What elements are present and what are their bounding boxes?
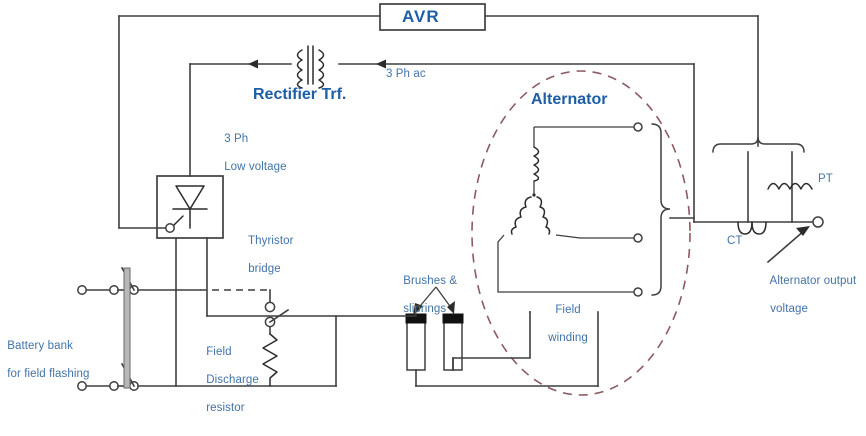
brushes-sliprings-label: Brushes & sliprings (390, 260, 457, 330)
thyristor-bridge-line1: Thyristor (247, 235, 294, 247)
avr-box (379, 3, 759, 31)
rectifier-transformer-label: Rectifier Trf. (253, 86, 347, 103)
alternator-boundary-ellipse (471, 70, 691, 396)
field-discharge-branch (175, 289, 337, 387)
brushes-sliprings-line1: Brushes & (403, 275, 458, 287)
avr-label: AVR (402, 7, 440, 26)
alternator-output-line2: voltage (770, 303, 808, 315)
three-phase-low-voltage-line1: 3 Ph (224, 133, 249, 145)
three-phase-ac-label: 3 Ph ac (386, 68, 426, 80)
battery-bank-label: Battery bank for field flashing (0, 325, 90, 395)
thyristor-bridge-label: Thyristor bridge (235, 220, 294, 290)
three-phase-low-voltage-line2: Low voltage (224, 161, 287, 173)
battery-bank-switch (77, 266, 270, 391)
field-discharge-line2: Discharge (206, 374, 259, 386)
instrument-transformer-group (712, 136, 813, 235)
three-phase-ac-line (189, 59, 695, 223)
field-discharge-resistor-label: Field Discharge resistor (193, 331, 259, 429)
three-phase-low-voltage-label: 3 Ph Low voltage (211, 118, 287, 188)
battery-bank-line1: Battery bank (7, 340, 73, 352)
rectifier-transformer-symbol (296, 45, 325, 89)
field-winding-line1: Field (555, 304, 581, 316)
field-discharge-line1: Field (206, 346, 232, 358)
pt-label: PT (818, 173, 833, 185)
alternator-output-bus (693, 216, 824, 264)
alternator-star-winding (497, 122, 643, 297)
avr-control-wire (118, 15, 381, 229)
brushes-sliprings-assembly (206, 286, 599, 387)
brushes-sliprings-line2: sliprings (403, 303, 447, 315)
alternator-label: Alternator (531, 91, 608, 108)
field-winding-line2: winding (548, 332, 588, 344)
ct-label: CT (727, 235, 743, 247)
battery-bank-line2: for field flashing (7, 368, 90, 380)
field-winding-label: Field winding (535, 289, 588, 359)
thyristor-bridge-line2: bridge (248, 263, 281, 275)
field-discharge-line3: resistor (206, 402, 245, 414)
alternator-output-voltage-label: Alternator output voltage (757, 260, 857, 330)
alternator-output-line1: Alternator output (769, 275, 857, 287)
thyristor-bridge-box (156, 175, 224, 387)
alternator-output-brace (651, 123, 695, 296)
